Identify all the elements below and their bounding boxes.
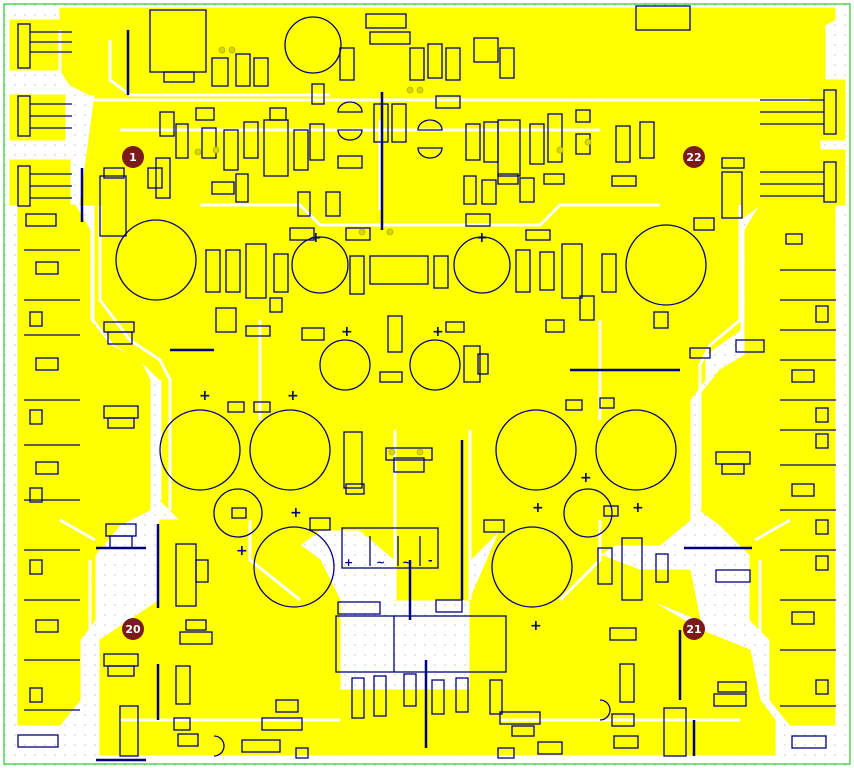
mounting-hole-22: 22 bbox=[683, 146, 705, 168]
lower-left-parts bbox=[96, 405, 309, 762]
mounting-hole-circle bbox=[122, 618, 144, 640]
mounting-hole-label: 21 bbox=[686, 623, 701, 636]
mounting-hole-label: 1 bbox=[129, 151, 137, 164]
board-outline bbox=[3, 3, 851, 765]
regulator-block bbox=[335, 560, 507, 748]
polarity-plus-mark: + bbox=[532, 500, 544, 516]
right-parts-column bbox=[735, 233, 836, 749]
silkscreen-layer bbox=[17, 5, 837, 762]
polarity-plus-mark: + bbox=[199, 388, 211, 404]
bridge-marks: + ~ ~ - bbox=[344, 554, 433, 569]
lower-right-parts bbox=[497, 451, 752, 759]
mounting-hole-label: 20 bbox=[125, 623, 141, 636]
polarity-plus-mark: + bbox=[632, 500, 644, 516]
small-transistors bbox=[213, 101, 611, 757]
polarity-plus-mark: + bbox=[432, 324, 444, 340]
header-right bbox=[635, 5, 837, 203]
polarity-plus-mark: + bbox=[580, 470, 592, 486]
upper-resistor-row bbox=[80, 92, 745, 237]
bridge-rectifier bbox=[341, 527, 439, 569]
mounting-hole-circle bbox=[683, 146, 705, 168]
polarity-plus-mark: + bbox=[290, 505, 302, 521]
mounting-hole-21: 21 bbox=[683, 618, 705, 640]
bridge-pin-mark: - bbox=[428, 554, 433, 567]
polarity-plus-mark: + bbox=[310, 230, 322, 246]
left-parts-column bbox=[17, 213, 80, 748]
filter-capacitors bbox=[159, 397, 677, 608]
polarity-plus-mark: + bbox=[341, 324, 353, 340]
polarity-plus-mark: + bbox=[530, 618, 542, 634]
polarity-marks: + + + + + + + + + + + + bbox=[199, 230, 644, 634]
mounting-hole-20: 20 bbox=[122, 618, 144, 640]
polarity-plus-mark: + bbox=[287, 388, 299, 404]
bridge-pin-mark: ~ bbox=[376, 556, 385, 569]
copper-layer bbox=[9, 7, 846, 756]
middle-capacitors bbox=[170, 339, 680, 391]
polarity-plus-mark: + bbox=[236, 543, 248, 559]
pads bbox=[194, 46, 592, 456]
mounting-hole-1: 1 bbox=[122, 146, 144, 168]
mounting-holes: 1 22 20 21 bbox=[122, 146, 705, 640]
mounting-hole-label: 22 bbox=[686, 151, 701, 164]
large-capacitors-top bbox=[103, 219, 711, 359]
header-left-top bbox=[17, 23, 72, 207]
bridge-pin-mark: + bbox=[344, 556, 353, 569]
mounting-hole-circle bbox=[683, 618, 705, 640]
polarity-plus-mark: + bbox=[476, 230, 488, 246]
bridge-pin-mark: ~ bbox=[402, 556, 411, 569]
mounting-hole-circle bbox=[122, 146, 144, 168]
top-left-parts bbox=[126, 9, 515, 109]
